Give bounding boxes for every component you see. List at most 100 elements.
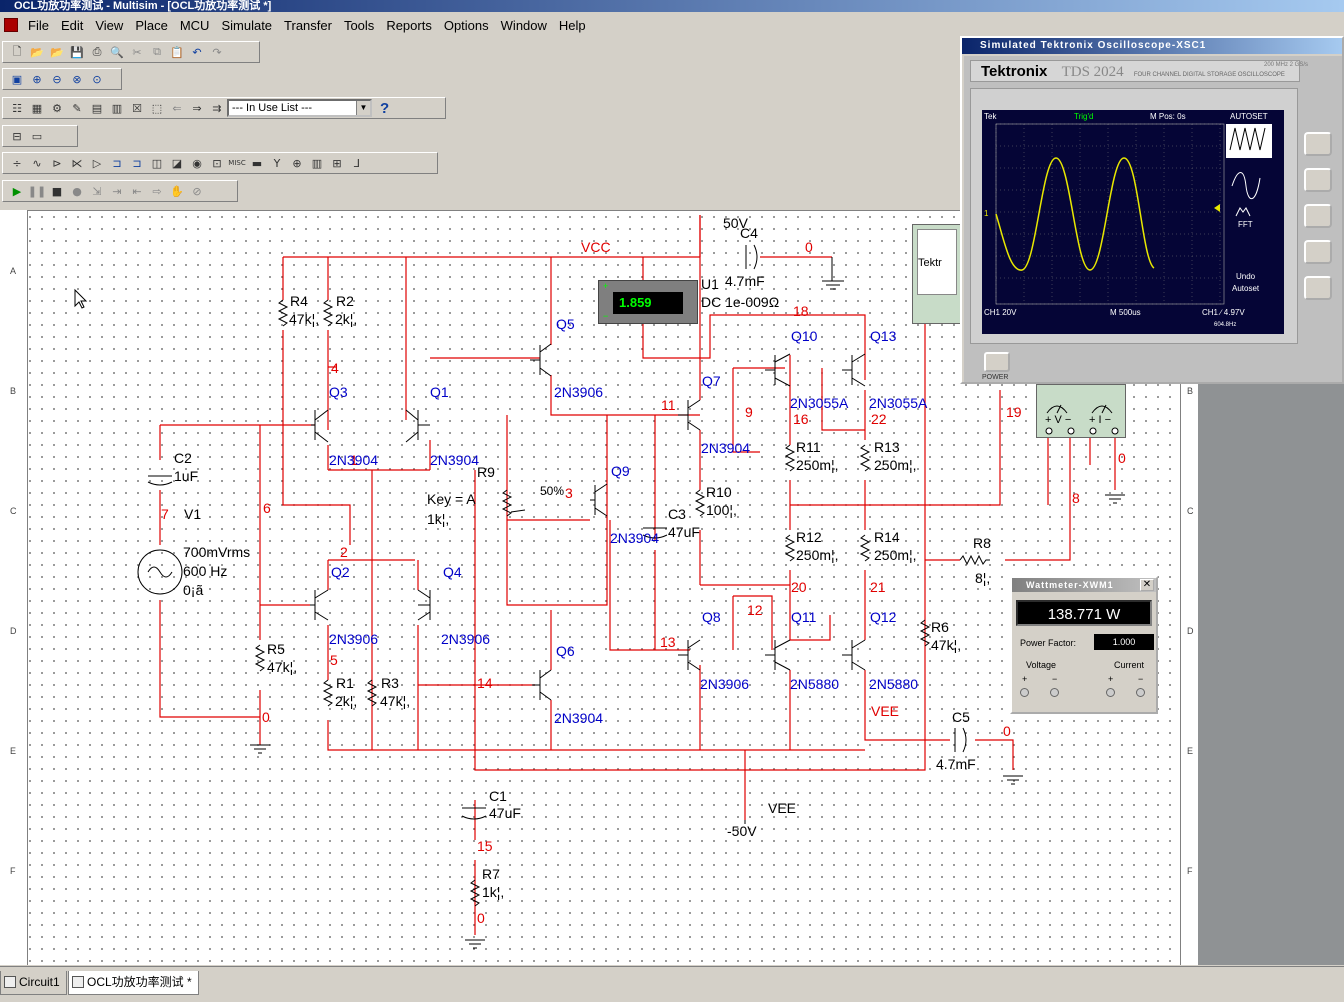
run-to-cursor-icon[interactable]: ⇨	[152, 184, 162, 198]
menu-button-1[interactable]	[1304, 132, 1332, 156]
postprocessor-icon[interactable]: ▥	[111, 101, 123, 115]
help-icon[interactable]: ?	[380, 99, 390, 117]
cut-icon[interactable]: ✂	[132, 45, 142, 59]
menu-mcu[interactable]: MCU	[179, 17, 210, 33]
design-toolbox-icon[interactable]: ☷	[12, 101, 22, 115]
basic-icon[interactable]: ∿	[32, 156, 42, 170]
oscilloscope-window[interactable]: Simulated Tektronix Oscilloscope-XSC1 Te…	[960, 36, 1344, 384]
redo-icon[interactable]: ↷	[212, 45, 222, 59]
menu-help[interactable]: Help	[558, 17, 586, 33]
stop-icon[interactable]: ■	[51, 184, 63, 198]
remove-breakpoints-icon[interactable]: ⊘	[192, 184, 202, 198]
menu-options[interactable]: Options	[443, 17, 489, 33]
menu-window[interactable]: Window	[500, 17, 547, 33]
wattmeter-symbol[interactable]: + V − + I −	[1036, 384, 1126, 438]
wattmeter-titlebar[interactable]: Wattmeter-XWM1	[1012, 578, 1156, 592]
tab-circuit1[interactable]: Circuit1	[0, 971, 67, 995]
zoom-out-icon[interactable]: ⊖	[52, 72, 62, 86]
paste-icon[interactable]: 📋	[170, 45, 184, 59]
menu-view[interactable]: View	[95, 17, 124, 33]
toggle-fullscreen-icon[interactable]: ▣	[11, 72, 23, 86]
wattmeter-window[interactable]: Wattmeter-XWM1 ✕ 138.771 W Power Factor:…	[1010, 576, 1158, 714]
advanced-peripherals-icon[interactable]: ▬	[251, 156, 263, 170]
zoom-in-icon[interactable]: ⊕	[32, 72, 42, 86]
rf-icon[interactable]: Y	[273, 156, 281, 170]
save-icon[interactable]: 💾	[70, 45, 84, 59]
run-icon[interactable]: ▶	[12, 184, 22, 198]
tab-ocl[interactable]: OCL功放功率测试 *	[68, 971, 199, 995]
net-16: 16	[793, 411, 809, 427]
transfer-icon[interactable]: ⇉	[212, 101, 222, 115]
menu-edit[interactable]: Edit	[60, 17, 84, 33]
app-icon[interactable]	[4, 18, 18, 32]
oscilloscope-symbol[interactable]: Tektr	[912, 224, 962, 324]
menu-place[interactable]: Place	[135, 17, 168, 33]
menu-reports[interactable]: Reports	[386, 17, 432, 33]
power-button[interactable]	[984, 352, 1010, 372]
step-over-icon[interactable]: ⇥	[112, 184, 122, 198]
area-icon[interactable]: ⬚	[151, 101, 163, 115]
r4-symbol	[277, 299, 289, 327]
transistor-icon[interactable]: ⋉	[71, 156, 83, 170]
back-annotate-icon[interactable]: ⇐	[172, 101, 182, 115]
menu-tools[interactable]: Tools	[343, 17, 375, 33]
voltage-plus-terminal[interactable]	[1020, 688, 1029, 697]
voltage-minus-terminal[interactable]	[1050, 688, 1059, 697]
wattmeter-symbol-graphic: + V − + I −	[1045, 404, 1119, 435]
menu-button-5[interactable]	[1304, 276, 1332, 300]
mcu-icon[interactable]: ▥	[311, 156, 323, 170]
hierarchical-block-icon[interactable]: ⊞	[332, 156, 342, 170]
bus-icon[interactable]: ⅃	[353, 156, 361, 170]
step-out-icon[interactable]: ⇤	[132, 184, 142, 198]
power-component-icon[interactable]: ⊡	[212, 156, 222, 170]
forward-annotate-icon[interactable]: ⇒	[192, 101, 202, 115]
step-into-icon[interactable]: ⇲	[92, 184, 102, 198]
new-icon[interactable]: 🗋	[12, 44, 22, 58]
ttl-icon[interactable]: ⊐	[112, 156, 122, 170]
menu-file[interactable]: File	[28, 17, 49, 33]
current-plus-terminal[interactable]	[1106, 688, 1115, 697]
print-icon[interactable]: ⎙	[92, 45, 102, 58]
pause-icon[interactable]: ❚❚	[27, 184, 47, 198]
misc-digital-icon[interactable]: ◫	[151, 156, 163, 170]
menu-button-2[interactable]	[1304, 168, 1332, 192]
menu-button-3[interactable]	[1304, 204, 1332, 228]
dc-voltmeter[interactable]: + 1.859 −	[598, 280, 698, 324]
mixed-icon[interactable]: ◪	[171, 156, 183, 170]
menu-transfer[interactable]: Transfer	[284, 17, 332, 33]
zoom-fit-icon[interactable]: ⊙	[92, 72, 102, 86]
power-switch-icon[interactable]: ⊟	[12, 129, 22, 143]
in-use-list-select[interactable]: --- In Use List ---▼	[227, 99, 372, 117]
oscilloscope-titlebar[interactable]: Simulated Tektronix Oscilloscope-XSC1	[962, 38, 1342, 54]
chevron-down-icon[interactable]: ▼	[356, 101, 370, 115]
menu-button-4[interactable]	[1304, 240, 1332, 264]
toggle-breakpoint-icon[interactable]: ✋	[170, 184, 184, 198]
source-icon[interactable]: ÷	[12, 156, 22, 170]
undo-icon[interactable]: ↶	[192, 45, 202, 59]
grapher-icon[interactable]: ▤	[91, 101, 103, 115]
copy-icon[interactable]: ⧉	[153, 45, 161, 58]
open-samples-icon[interactable]: 📂	[50, 45, 64, 59]
print-preview-icon[interactable]: 🔍	[110, 45, 124, 59]
close-icon[interactable]: ✕	[1140, 579, 1154, 591]
ground-symbols	[250, 257, 1125, 949]
erc-icon[interactable]: ☒	[132, 101, 142, 115]
breakpoint-icon[interactable]: ●	[72, 184, 82, 198]
spreadsheet-icon[interactable]: ▦	[31, 101, 43, 115]
electromechanical-icon[interactable]: ⊕	[292, 156, 302, 170]
plus-icon: +	[603, 281, 609, 291]
zoom-area-icon[interactable]: ⊗	[72, 72, 82, 86]
open-icon[interactable]: 📂	[30, 45, 44, 59]
database-icon[interactable]: ⚙	[52, 101, 62, 115]
misc-icon[interactable]: MISC	[228, 159, 246, 167]
analog-icon[interactable]: ▷	[92, 156, 102, 170]
oscilloscope-brand: Tektronix TDS 2024 FOUR CHANNEL DIGITAL …	[970, 60, 1300, 82]
diode-icon[interactable]: ⊳	[52, 156, 62, 170]
indicator-icon[interactable]: ◉	[192, 156, 202, 170]
pause-switch-icon[interactable]: ▭	[31, 129, 43, 143]
current-minus-terminal[interactable]	[1136, 688, 1145, 697]
component-wizard-icon[interactable]: ✎	[72, 101, 82, 115]
svg-text:0¡ã: 0¡ã	[183, 582, 203, 598]
cmos-icon[interactable]: ⊐	[132, 156, 142, 170]
menu-simulate[interactable]: Simulate	[221, 17, 273, 33]
